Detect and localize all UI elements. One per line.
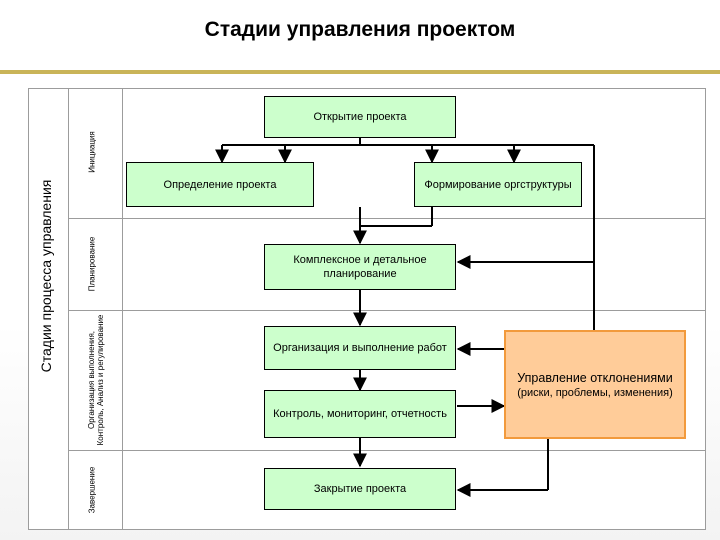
box-project-closing: Закрытие проекта <box>264 468 456 510</box>
box-org-structure-label: Формирование оргструктуры <box>424 178 572 191</box>
box-project-closing-label: Закрытие проекта <box>313 483 407 495</box>
stage-divider-planning <box>68 310 706 311</box>
box-deviation-detail: (риски, проблемы, изменения) <box>517 386 673 399</box>
box-deviation-management: Управление отклонениями (риски, проблемы… <box>504 330 686 439</box>
box-planning-label: Комплексное и детальное планирование <box>293 254 427 280</box>
box-deviation-title: Управление отклонениями <box>517 370 673 385</box>
box-control-label: Контроль, мониторинг, отчетность <box>273 408 447 420</box>
box-project-opening: Открытие проекта <box>264 96 456 138</box>
title-rule <box>0 70 720 74</box>
page-title: Стадии управления проектом <box>204 18 516 41</box>
stage-divider-initiation <box>68 218 706 219</box>
box-execution-label: Организация и выполнение работ <box>273 342 447 354</box>
box-project-definition-label: Определение проекта <box>163 178 277 191</box>
stage-divider-execution <box>68 450 706 451</box>
stage-column-border <box>122 88 123 530</box>
box-execution: Организация и выполнение работ <box>264 326 456 370</box>
stage-column-border <box>68 88 69 530</box>
box-project-opening-label: Открытие проекта <box>313 111 407 123</box>
box-project-definition: Определение проекта <box>126 162 314 207</box>
box-control: Контроль, мониторинг, отчетность <box>264 390 456 438</box>
box-org-structure: Формирование оргструктуры <box>414 162 582 207</box>
box-planning: Комплексное и детальное планирование <box>264 244 456 290</box>
